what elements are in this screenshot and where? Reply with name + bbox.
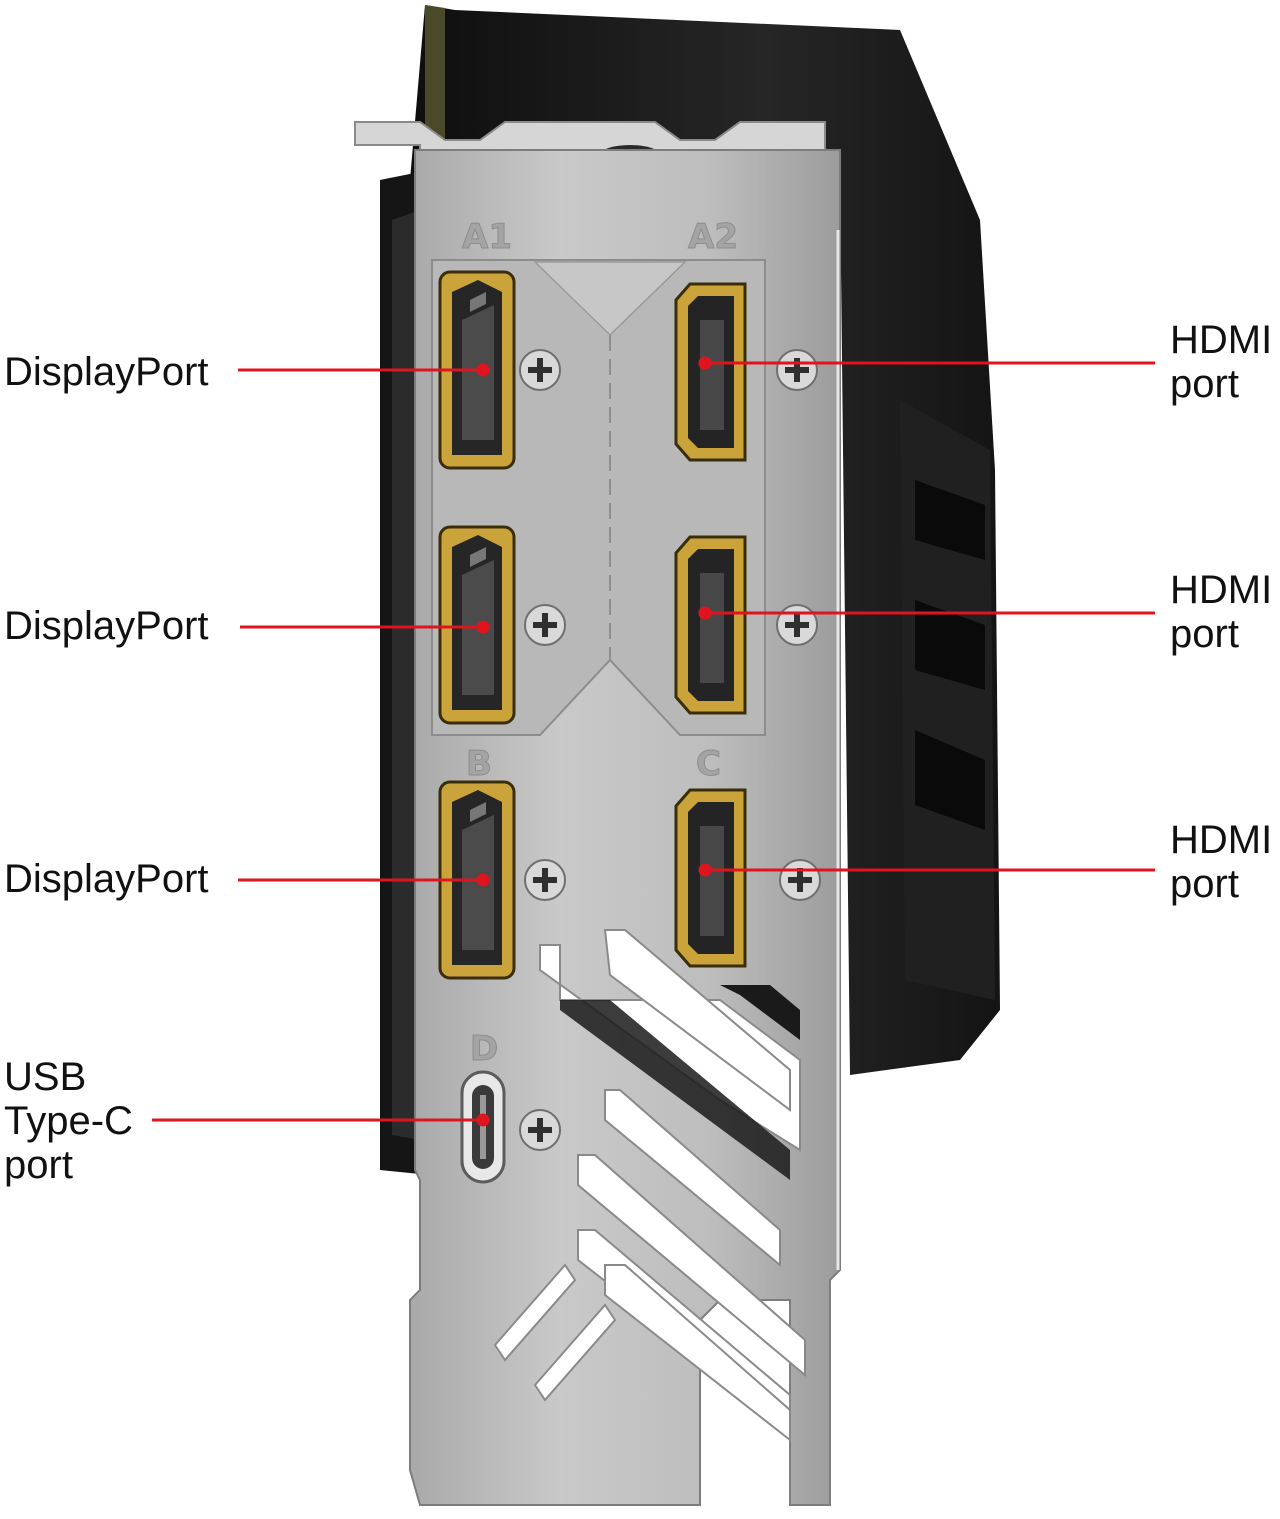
- hdmi-connector-2: [674, 535, 747, 715]
- port-marks: A1 A2 B C D: [462, 217, 739, 1070]
- port-mark-a1: A1: [462, 217, 512, 257]
- hdmi-connector-1: [674, 282, 747, 462]
- callout-hdmi-2: HDMI port: [1170, 568, 1273, 656]
- screw-icon: [779, 859, 821, 901]
- bracket-vent-slots: [493, 929, 806, 1443]
- screw-icon: [524, 859, 566, 901]
- callout-displayport-3: DisplayPort: [4, 857, 209, 901]
- port-mark-d: D: [470, 1029, 498, 1069]
- screw-icon: [776, 349, 818, 391]
- displayport-connector-3: [438, 780, 516, 980]
- port-mark-b: B: [466, 744, 492, 784]
- screw-icon: [524, 604, 566, 646]
- screw-icon: [519, 349, 561, 391]
- callout-displayport-1: DisplayPort: [4, 350, 209, 394]
- callout-hdmi-1: HDMI port: [1170, 318, 1273, 406]
- port-mark-c: C: [696, 744, 721, 784]
- port-mark-a2: A2: [688, 217, 738, 257]
- callout-usb-type-c: USB Type-C port: [4, 1055, 133, 1187]
- screw-icon: [776, 604, 818, 646]
- callout-hdmi-3: HDMI port: [1170, 818, 1273, 906]
- bracket-screws: [519, 349, 821, 1151]
- callout-displayport-2: DisplayPort: [4, 604, 209, 648]
- hdmi-connector-3: [674, 788, 747, 968]
- usb-type-c-connector: [460, 1070, 506, 1184]
- screw-icon: [519, 1109, 561, 1151]
- leader-lines: [152, 356, 1155, 1127]
